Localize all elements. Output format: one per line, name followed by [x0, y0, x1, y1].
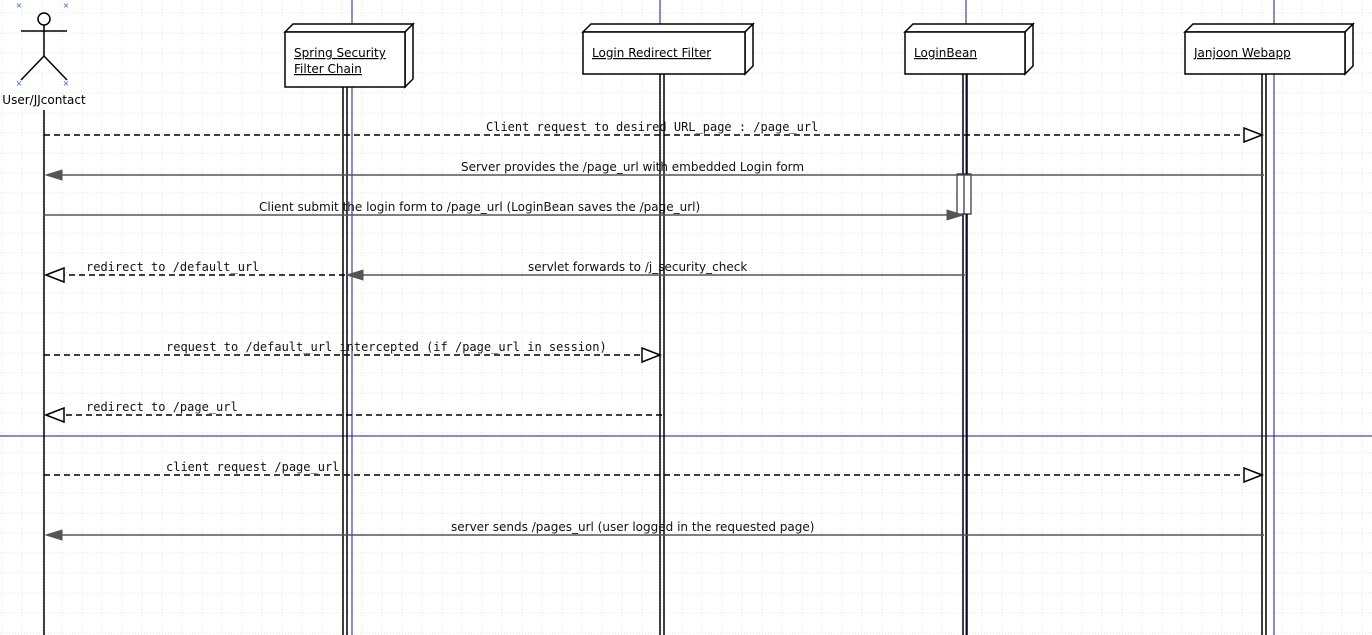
message-3-label: Client submit the login form to /page_ur… — [259, 200, 700, 214]
participant-label-webapp: Janjoon Webapp — [1193, 46, 1291, 60]
participant-box-top — [581, 23, 755, 33]
message-1-label: Client request to desired URL_page : /pa… — [486, 120, 818, 134]
message-8-arrowhead — [1243, 466, 1265, 484]
actor-head — [37, 12, 51, 26]
message-9-label: server sends /pages_url (user logged in … — [451, 520, 814, 534]
participant-box-top — [283, 23, 415, 33]
message-7-arrowhead — [43, 406, 65, 424]
participant-box-top — [1183, 23, 1355, 33]
message-4-label: redirect to /default_url — [86, 260, 259, 274]
message-6-arrowhead — [641, 346, 663, 364]
message-1-arrowhead — [1243, 126, 1265, 144]
message-8-label: client request /page_url — [166, 460, 339, 474]
participant-box-side — [1344, 22, 1354, 76]
message-2-arrowhead — [44, 169, 63, 181]
selection-handle: × — [63, 1, 70, 10]
message-5-arrowhead — [345, 269, 364, 281]
actor-leg-left — [20, 55, 45, 81]
message-2-label: Server provides the /page_url with embed… — [461, 160, 804, 174]
participant-box-side — [744, 22, 754, 76]
participant-box-side — [404, 22, 414, 89]
message-4-arrowhead — [43, 266, 65, 284]
participant-box-redirect — [582, 31, 746, 75]
participant-label-redirect: Login Redirect Filter — [592, 46, 711, 60]
participant-label-filterchain: Spring Security — [294, 46, 386, 60]
message-3-arrowhead — [946, 209, 965, 221]
selection-handle: × — [16, 79, 23, 88]
participant-box-side — [1024, 22, 1034, 76]
participant-box-top — [903, 23, 1035, 33]
actor-label: User/JJcontact — [2, 93, 86, 107]
selection-handle: × — [16, 1, 23, 10]
participant-label-filterchain: Filter Chain — [294, 62, 362, 76]
message-6-label: request to /default_url intercepted (if … — [166, 340, 607, 354]
message-9-arrowhead — [44, 529, 63, 541]
participant-box-webapp — [1184, 31, 1346, 75]
selection-handle: × — [63, 79, 70, 88]
participant-box-loginbean — [904, 31, 1026, 75]
participant-box-filterchain — [284, 31, 406, 88]
message-5-label: servlet forwards to /j_security_check — [528, 260, 747, 274]
actor-leg-right — [43, 55, 68, 81]
participant-label-loginbean: LoginBean — [914, 46, 977, 60]
message-7-label: redirect to /page_url — [86, 400, 238, 414]
